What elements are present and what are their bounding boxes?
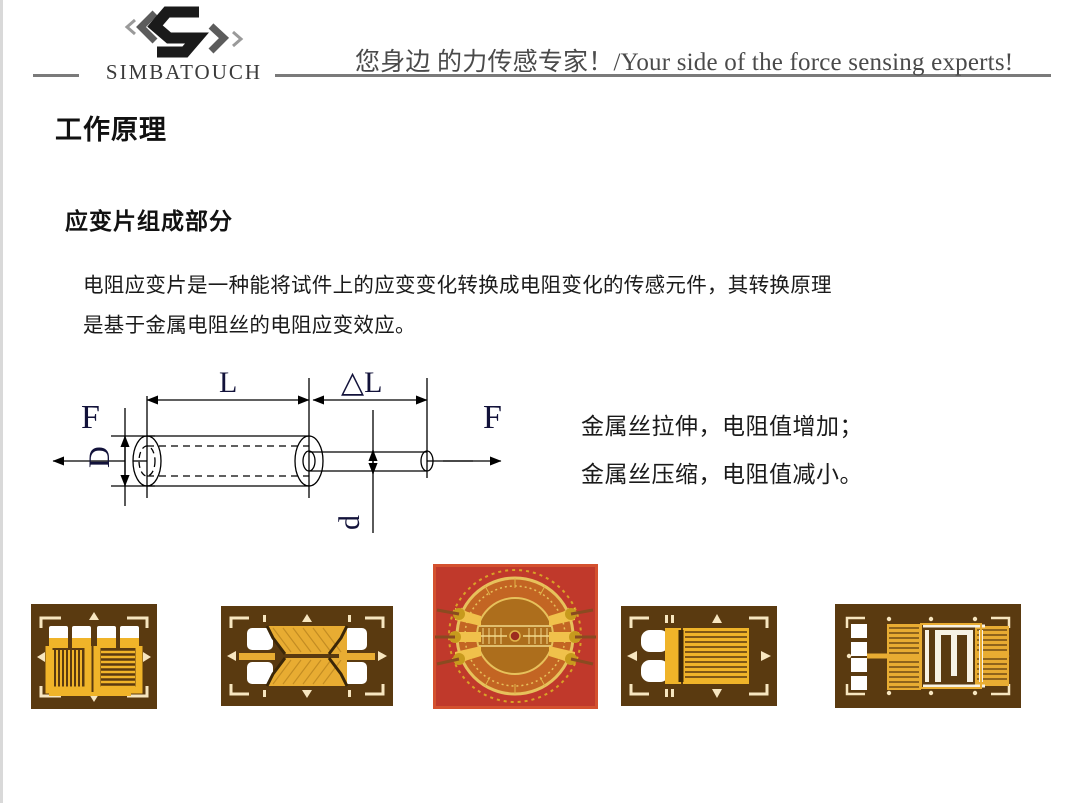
strain-gauge-dual-grid: [31, 604, 157, 709]
tagline-chinese: 您身边 的力传感专家！: [355, 49, 614, 76]
tagline-english: /Your side of the force sensing experts!: [613, 49, 1014, 76]
strain-gauge-photo-strip: [3, 556, 1074, 726]
header-rule-left: [33, 74, 79, 77]
force-label-right: F: [483, 399, 502, 436]
length-label: L: [219, 366, 237, 399]
principle-notes: 金属丝拉伸，电阻值增加； 金属丝压缩，电阻值减小。: [581, 402, 863, 498]
body-paragraph: 电阻应变片是一种能将试件上的应变变化转换成电阻变化的传感元件，其转换原理 是基于…: [83, 266, 963, 346]
principle-note-compression: 金属丝压缩，电阻值减小。: [581, 461, 863, 487]
brand-logo: SIMBATOUCH: [91, 4, 277, 88]
header-rule-right: [275, 74, 1051, 77]
strain-gauge-bridge-pattern: [835, 604, 1021, 708]
wire-elongation-diagram: F F L △L D d: [23, 358, 523, 558]
body-paragraph-line-1: 电阻应变片是一种能将试件上的应变变化转换成电阻变化的传感元件，其转换原理: [83, 274, 832, 297]
force-label-left: F: [81, 399, 100, 436]
delta-length-label: △L: [341, 366, 382, 399]
subsection-title: 应变片组成部分: [65, 208, 233, 234]
diameter-original-label: D: [83, 446, 116, 468]
strain-gauge-shear-pattern: [221, 606, 393, 706]
principle-note-tension: 金属丝拉伸，电阻值增加；: [581, 413, 863, 439]
body-paragraph-line-2: 是基于金属电阻丝的电阻应变效应。: [83, 314, 416, 337]
diameter-stretched-label: d: [333, 515, 366, 530]
strain-gauge-circular-diaphragm: [433, 564, 598, 709]
brand-wordmark: SIMBATOUCH: [105, 60, 263, 84]
header-tagline: 您身边 的力传感专家！/Your side of the force sensi…: [355, 42, 1013, 78]
page-title: 工作原理: [55, 115, 167, 145]
simbatouch-s-wave-logo-icon: [111, 4, 261, 62]
page-header: SIMBATOUCH 您身边 的力传感专家！/Your side of the …: [3, 0, 1074, 92]
strain-gauge-single-grid: [621, 606, 777, 706]
